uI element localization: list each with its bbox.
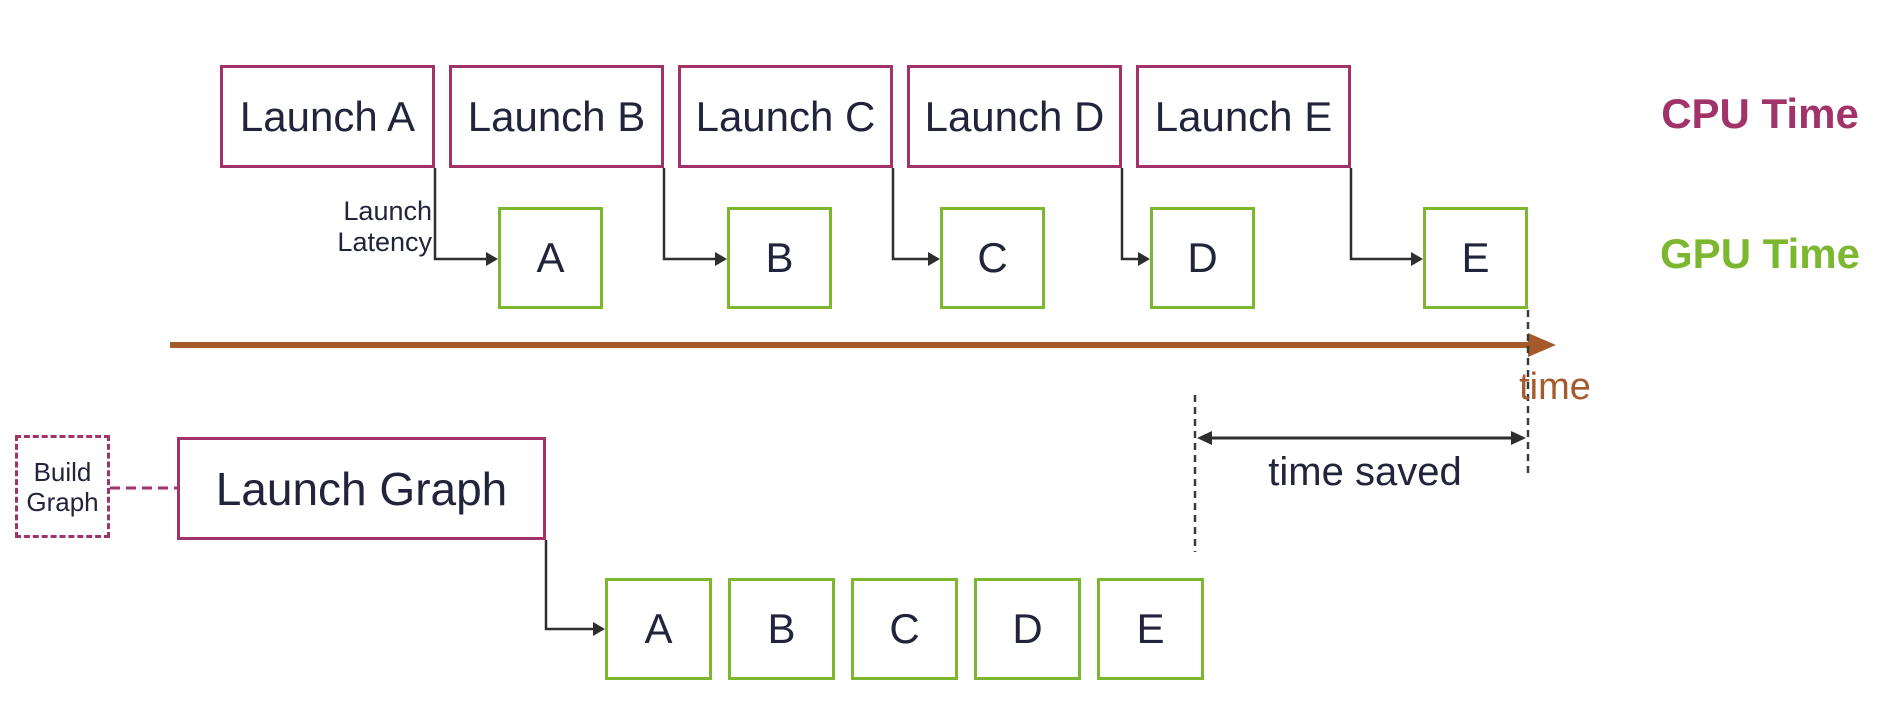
launch-box-d: Launch D (907, 65, 1122, 168)
build-graph-box: Build Graph (15, 435, 110, 538)
build-graph-line2: Graph (26, 486, 99, 517)
build-graph-line1: Build (33, 456, 92, 487)
time-saved-arrowhead-left (1197, 431, 1212, 445)
time-axis-label: time (1519, 366, 1591, 408)
graph-kernel-box-a: A (605, 578, 712, 680)
latency-arrow-b (662, 168, 716, 261)
gpu-kernel-b-label: B (765, 234, 794, 281)
launch-box-a-label: Launch A (239, 92, 416, 140)
latency-arrowhead-b (715, 252, 727, 266)
graph-launch-arrowhead (593, 622, 605, 636)
cpu-time-legend: CPU Time (1661, 90, 1859, 137)
gpu-time-legend: GPU Time (1660, 230, 1860, 277)
gpu-kernel-d-label: D (1187, 234, 1218, 281)
graph-kernel-box-c: C (851, 578, 958, 680)
launch-box-b: Launch B (449, 65, 664, 168)
launch-box-c-label: Launch C (695, 92, 876, 140)
latency-arrowhead-c (928, 252, 940, 266)
gpu-kernel-a-label: A (536, 234, 565, 281)
gpu-kernel-box-d: D (1150, 207, 1255, 309)
launch-latency-line1: Launch (343, 196, 432, 226)
launch-latency-label: Launch Latency (280, 196, 432, 258)
launch-box-c: Launch C (678, 65, 893, 168)
time-saved-label: time saved (1268, 450, 1462, 494)
graph-kernel-a-label: A (644, 605, 673, 652)
latency-arrowhead-d (1138, 252, 1150, 266)
launch-box-a: Launch A (220, 65, 435, 168)
latency-arrowhead-a (486, 252, 498, 266)
gpu-kernel-box-c: C (940, 207, 1045, 309)
launch-box-e-label: Launch E (1154, 92, 1333, 140)
gpu-kernel-e-label: E (1461, 234, 1490, 281)
gpu-kernel-box-b: B (727, 207, 832, 309)
graph-kernel-box-b: B (728, 578, 835, 680)
gpu-kernel-c-label: C (977, 234, 1008, 281)
graph-kernel-e-label: E (1136, 605, 1165, 652)
launch-box-b-label: Launch B (467, 92, 646, 140)
launch-graph-label: Launch Graph (215, 462, 508, 515)
latency-arrow-a (433, 168, 487, 261)
time-axis-arrowhead (1528, 333, 1556, 357)
launch-latency-line2: Latency (337, 227, 432, 257)
latency-arrow-c (891, 168, 929, 261)
launch-graph-box: Launch Graph (177, 437, 546, 540)
time-saved-arrowhead-right (1511, 431, 1526, 445)
gpu-kernel-box-e: E (1423, 207, 1528, 309)
gpu-kernel-box-a: A (498, 207, 603, 309)
graph-kernel-box-d: D (974, 578, 1081, 680)
latency-arrow-d (1120, 168, 1139, 261)
graph-kernel-b-label: B (767, 605, 796, 652)
graph-kernel-d-label: D (1012, 605, 1043, 652)
launch-box-d-label: Launch D (924, 92, 1105, 140)
graph-launch-arrow (544, 540, 594, 631)
graph-kernel-c-label: C (889, 605, 920, 652)
latency-arrow-e (1349, 168, 1412, 261)
launch-box-e: Launch E (1136, 65, 1351, 168)
graph-kernel-box-e: E (1097, 578, 1204, 680)
latency-arrowhead-e (1411, 252, 1423, 266)
